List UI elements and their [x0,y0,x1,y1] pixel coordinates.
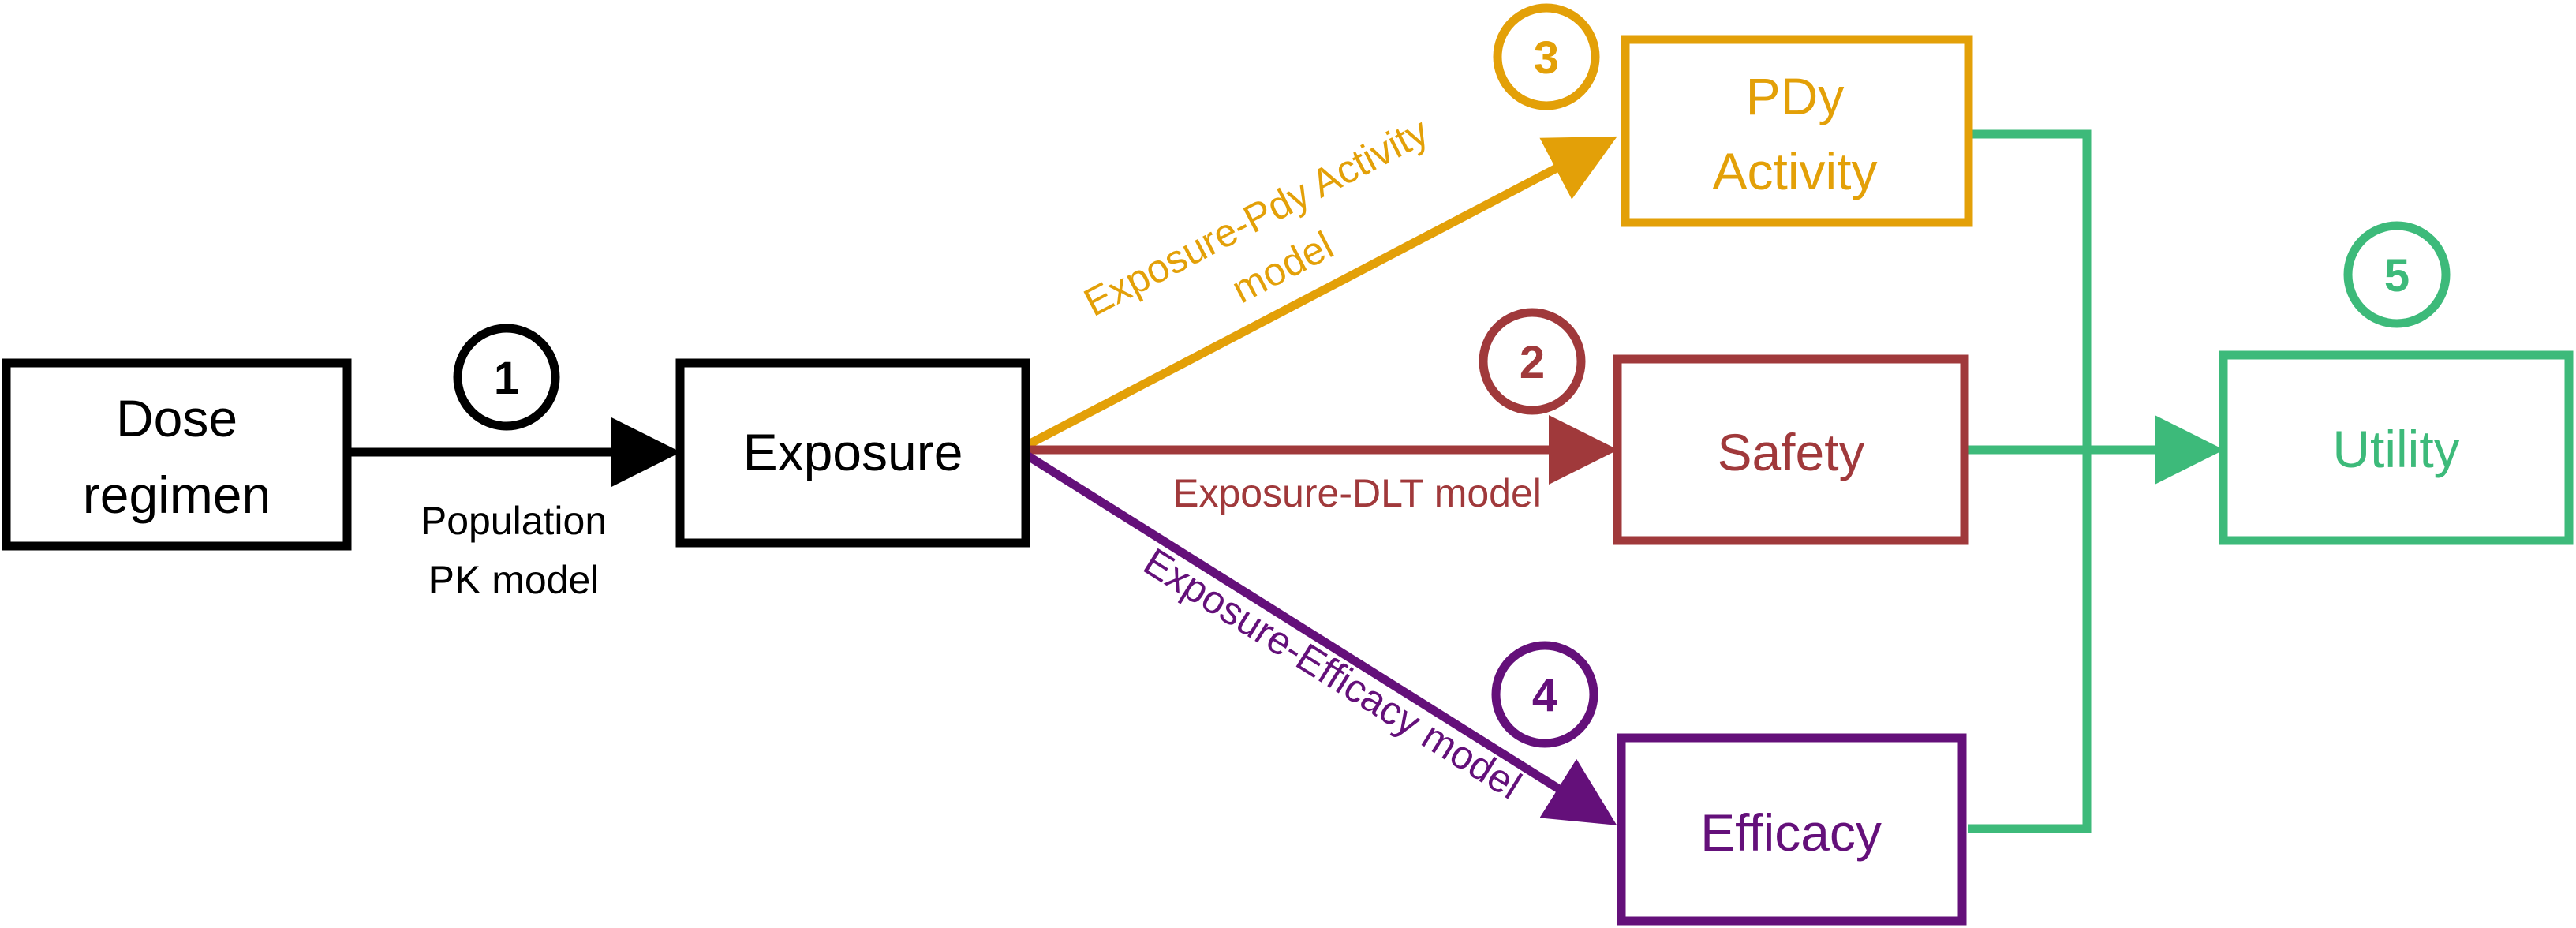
node-exposure-box [675,358,1030,548]
node-efficacy-box [1617,733,1967,926]
edge-efficacy-arrow [1023,451,1617,825]
node-utility-label: Utility [2332,420,2459,478]
node-pdy-activity: PDy Activity [1621,35,1973,227]
step-number-5: 5 [2343,221,2451,328]
node-dose-regimen-line1: Dose [116,389,237,447]
edge-efficacy-label: Exposure-Efficacy model [1136,540,1529,808]
edge-pdy-arrow [1023,136,1617,450]
edge-dlt-label: Exposure-DLT model [1172,471,1542,515]
edge-pk-label-line1: Population [421,499,607,543]
step-number-1: 1 [453,324,560,431]
step-number-3: 3 [1493,3,1600,110]
step-number-5-text: 5 [2384,250,2410,301]
node-exposure: Exposure [675,358,1030,548]
step-number-3-text: 3 [1534,32,1559,84]
step-number-4: 4 [1491,641,1598,748]
edge-pdy-to-utility [1968,129,2092,833]
node-safety-label: Safety [1717,423,1864,481]
node-utility: Utility [2219,350,2574,545]
node-utility-box [2219,350,2574,545]
node-dose-regimen: Dose regimen [2,358,352,551]
node-pdy-activity-line2: Activity [1712,142,1877,200]
node-safety: Safety [1613,354,1969,545]
node-pdy-activity-line1: PDy [1746,67,1845,125]
node-pdy-activity-box [1621,35,1973,227]
step-number-2-text: 2 [1520,337,1545,388]
node-dose-regimen-box [2,358,352,551]
node-efficacy: Efficacy [1617,733,1967,926]
node-dose-regimen-line2: regimen [83,466,271,524]
step-number-1-text: 1 [494,353,519,404]
node-efficacy-label: Efficacy [1700,803,1882,862]
edge-pk-label-line2: PK model [428,558,600,602]
step-number-2: 2 [1479,308,1586,415]
step-number-4-text: 4 [1532,670,1557,721]
node-exposure-label: Exposure [743,423,963,481]
node-safety-box [1613,354,1969,545]
